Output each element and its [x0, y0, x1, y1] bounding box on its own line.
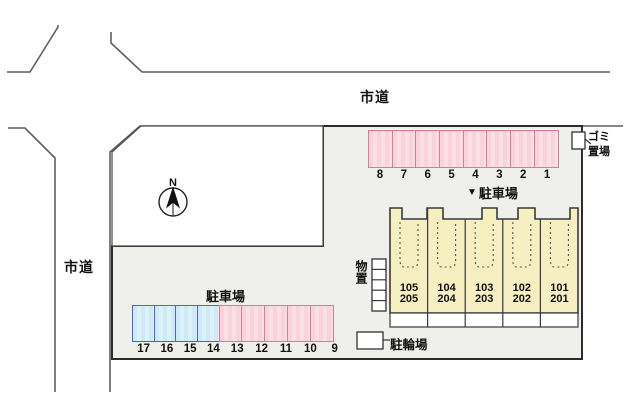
- bicycle-label: 駐輪場: [390, 338, 428, 352]
- parking-space-14: [196, 305, 221, 342]
- space-number: 7: [400, 169, 408, 181]
- space-number: 14: [206, 343, 220, 355]
- parking-space-15: [175, 305, 199, 342]
- garbage-label: ゴミ 置場: [588, 130, 610, 160]
- garbage-label-line1: ゴミ: [588, 131, 610, 143]
- unit-number: 103: [475, 282, 494, 294]
- unit-number: 203: [475, 292, 494, 305]
- space-number: 11: [279, 343, 293, 355]
- parking-space-5: [439, 130, 465, 168]
- compass-n-label: N: [169, 177, 177, 189]
- space-number: 16: [160, 343, 174, 355]
- unit-label-103-203: 103 203: [465, 283, 503, 304]
- parking-space-8: [368, 130, 394, 168]
- unit-number: 204: [437, 292, 456, 305]
- storage-label: 物置: [354, 260, 368, 284]
- garbage-connector: [584, 138, 592, 145]
- space-number: 9: [331, 343, 338, 355]
- parking-space-2: [510, 130, 536, 168]
- compass-needle: [166, 186, 180, 209]
- adjacent-parcel: [111, 125, 324, 247]
- parking-label-top-text: 駐車場: [478, 186, 518, 201]
- space-number: 13: [230, 343, 244, 355]
- space-number: 10: [303, 343, 317, 355]
- unit-number: 104: [437, 282, 456, 294]
- road-edge-southwest: [8, 127, 56, 392]
- parking-numbers-bottom: 17 16 15 14 13 12 11 10 9: [132, 343, 348, 355]
- unit-number: 202: [512, 292, 531, 305]
- space-number: 1: [543, 169, 551, 181]
- parking-space-4: [462, 130, 488, 168]
- building-porch-strip: [389, 312, 579, 328]
- parking-row-bottom: [132, 305, 348, 342]
- parking-space-3: [486, 130, 512, 168]
- stair-path: [399, 222, 419, 268]
- parking-space-6: [415, 130, 441, 168]
- space-number: 8: [376, 169, 384, 181]
- parking-numbers-top: 8 7 6 5 4 3 2 1: [368, 169, 559, 181]
- compass: N: [158, 177, 188, 217]
- unit-label-104-204: 104 204: [428, 283, 466, 304]
- parking-space-9: [309, 305, 335, 342]
- space-number: 15: [183, 343, 197, 355]
- garbage-box: [571, 131, 586, 150]
- parking-space-10: [287, 305, 312, 342]
- road-edge-northeast-top: [110, 32, 610, 73]
- stair-path: [549, 222, 569, 268]
- unit-label-105-205: 105 205: [390, 283, 428, 304]
- road-label-top: 市道: [360, 89, 390, 105]
- space-number: 4: [472, 169, 479, 181]
- down-triangle-icon: ▼: [467, 187, 477, 198]
- parking-label-bottom: 駐車場: [206, 289, 246, 304]
- unit-label-102-202: 102 202: [503, 283, 541, 304]
- parking-space-7: [391, 130, 417, 168]
- unit-number: 201: [550, 292, 569, 305]
- parking-space-12: [241, 305, 266, 342]
- space-number: 2: [519, 169, 527, 181]
- parking-row-top: [368, 130, 559, 168]
- stair-path: [437, 222, 457, 268]
- space-number: 17: [137, 343, 151, 355]
- parking-space-11: [264, 305, 289, 342]
- parking-space-16: [153, 305, 177, 342]
- unit-number: 102: [512, 282, 531, 294]
- parking-space-17: [132, 305, 156, 342]
- parking-label-top: ▼ 駐車場: [467, 183, 518, 202]
- bicycle-box: [356, 331, 384, 350]
- stair-path: [474, 222, 494, 268]
- unit-number: 205: [399, 292, 419, 305]
- parking-space-13: [218, 305, 244, 342]
- space-number: 12: [255, 343, 268, 355]
- stair-path: [512, 222, 532, 268]
- space-number: 6: [424, 169, 431, 181]
- road-label-left: 市道: [64, 259, 94, 275]
- garbage-label-line2: 置場: [588, 146, 610, 158]
- space-number: 3: [496, 169, 503, 181]
- parking-space-1: [533, 130, 559, 168]
- unit-number: 101: [550, 282, 569, 294]
- storage-lockers: [371, 258, 387, 312]
- space-number: 5: [448, 169, 455, 181]
- unit-number: 105: [399, 282, 419, 294]
- unit-label-101-201: 101 201: [540, 283, 578, 304]
- road-edge-northwest: [7, 25, 59, 73]
